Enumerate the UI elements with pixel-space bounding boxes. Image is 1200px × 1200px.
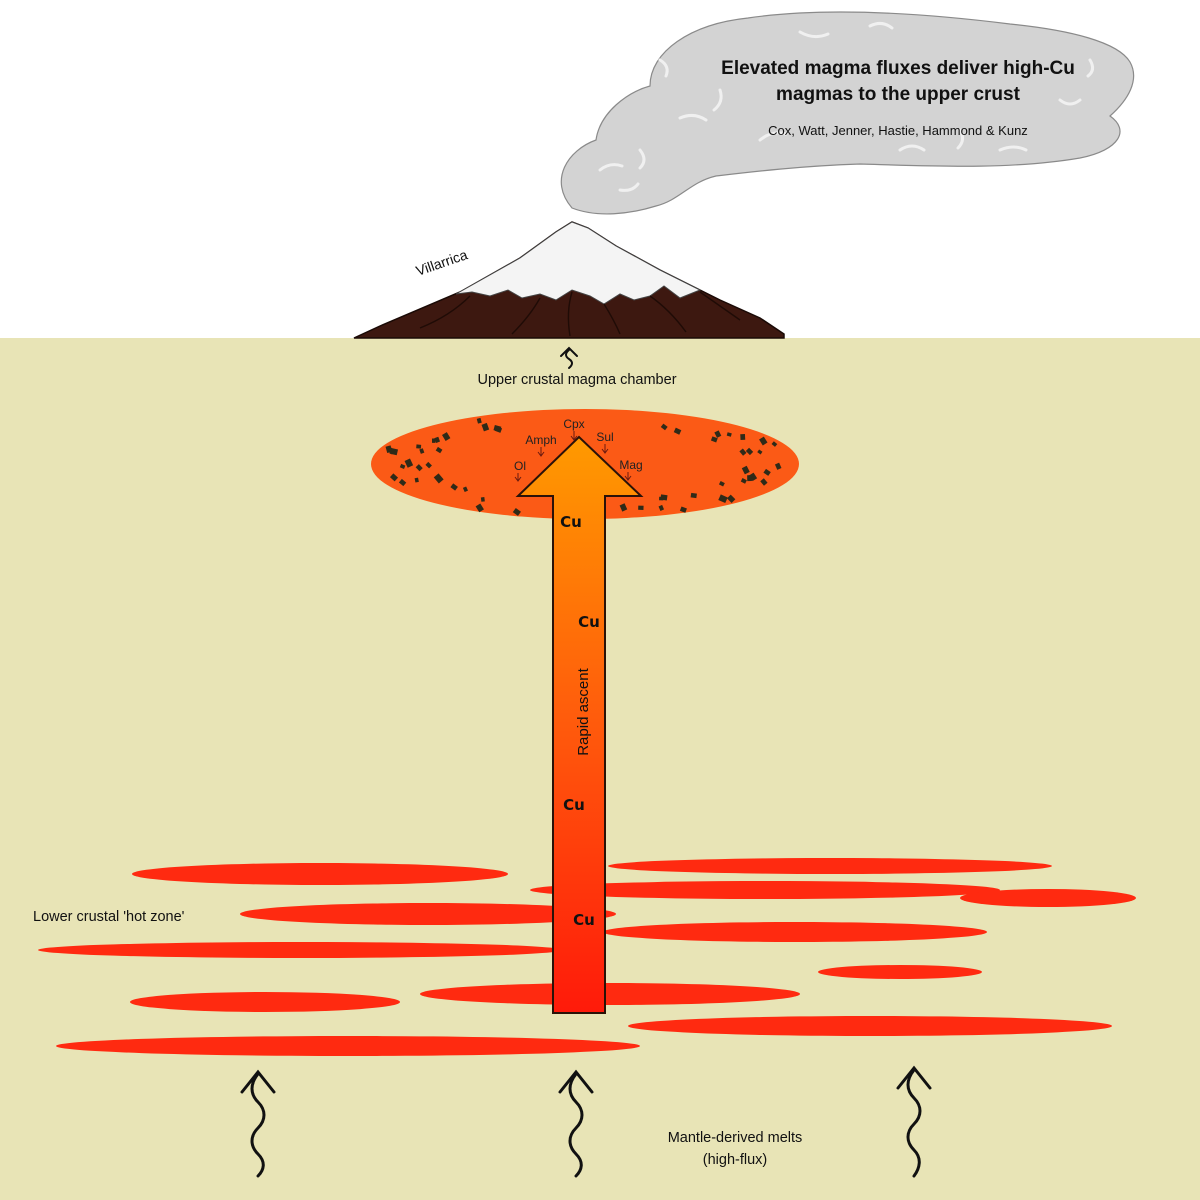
crystal-speck [419, 448, 425, 454]
crystal-speck [416, 444, 422, 449]
crystal-speck [747, 475, 752, 482]
crystal-speck [658, 504, 665, 511]
hot-zone-label: Lower crustal 'hot zone' [33, 909, 185, 925]
crystal-speck [638, 505, 644, 510]
crystal-speck [745, 447, 754, 456]
mineral-tick [514, 473, 522, 482]
crystal-speck [710, 436, 718, 443]
sill [132, 863, 508, 885]
sill [420, 983, 800, 1005]
cu-label: Cu [560, 513, 582, 531]
crystal-speck [726, 494, 736, 504]
authors: Cox, Watt, Jenner, Hastie, Hammond & Kun… [768, 123, 1028, 138]
sill [960, 889, 1136, 907]
crystal-speck [660, 494, 668, 501]
sill [240, 903, 616, 925]
lower-crustal-sills [38, 858, 1136, 1056]
crystal-speck [476, 417, 482, 424]
crystal-speck [475, 503, 484, 513]
crystal-speck [690, 492, 697, 499]
sill [38, 942, 562, 958]
sill [603, 922, 987, 942]
crystal-speck [415, 464, 423, 472]
sill [56, 1036, 640, 1056]
chamber-label: Upper crustal magma chamber [477, 372, 676, 388]
mineral-label-mag: Mag [619, 458, 642, 472]
mineral-tick [624, 472, 632, 481]
crystal-speck [718, 480, 725, 487]
mantle-melt-arrow-icon [240, 1069, 276, 1178]
crystal-speck [740, 433, 746, 440]
crystal-speck [660, 423, 668, 431]
mineral-tick [570, 431, 578, 441]
mantle-label-line1: Mantle-derived melts [668, 1130, 803, 1146]
crystal-speck [414, 477, 419, 483]
crystal-speck [760, 478, 768, 486]
crystal-speck [741, 465, 750, 475]
crystal-speck [726, 432, 732, 437]
crystal-speck [450, 483, 458, 491]
cu-label: Cu [578, 613, 600, 631]
sill [130, 992, 400, 1012]
mantle-melt-arrow-icon [896, 1065, 932, 1178]
cu-label: Cu [573, 911, 595, 929]
crystal-speck [759, 436, 768, 446]
crystal-speck [619, 503, 628, 512]
crystal-speck [425, 461, 432, 469]
crystal-speck [774, 462, 782, 470]
crystal-speck [433, 473, 444, 484]
crystal-speck [740, 478, 747, 484]
crystal-speck [718, 494, 728, 504]
mineral-label-amph: Amph [525, 433, 556, 447]
volcano [353, 221, 785, 339]
title-line2: magmas to the upper crust [776, 84, 1021, 105]
crystal-specks [385, 417, 782, 518]
crystal-speck [512, 508, 521, 516]
smoke-plume [560, 11, 1135, 215]
upward-arrow-icon [560, 346, 578, 369]
mantle-melt-arrow-icon [558, 1069, 594, 1178]
crystal-speck [398, 478, 407, 487]
crystal-speck [441, 432, 451, 441]
sill [818, 965, 982, 979]
title-line1: Elevated magma fluxes deliver high-Cu [721, 58, 1075, 79]
sill [530, 881, 1000, 899]
rapid-ascent-arrow [515, 435, 644, 1014]
mineral-label-sul: Sul [596, 430, 613, 444]
mineral-tick [601, 444, 609, 454]
crystal-speck [480, 497, 485, 502]
mineral-label-ol: Ol [514, 459, 526, 473]
crystal-speck [763, 468, 771, 476]
crystal-speck [673, 427, 682, 435]
crystal-speck [435, 446, 443, 454]
crystal-speck [404, 458, 414, 468]
crystal-speck [431, 438, 436, 443]
crystal-speck [714, 430, 722, 438]
mantle-label-line2: (high-flux) [703, 1152, 767, 1168]
mineral-label-cpx: Cpx [563, 417, 584, 431]
crystal-speck [385, 445, 393, 453]
crystal-speck [749, 472, 758, 482]
crystal-speck [434, 436, 441, 443]
crystal-speck [757, 449, 763, 455]
crystal-speck [462, 486, 468, 493]
crystal-speck [771, 441, 778, 447]
crystal-speck [399, 463, 406, 469]
mineral-tick [537, 447, 545, 457]
crystal-speck [493, 424, 502, 432]
crystal-speck [389, 473, 399, 482]
crystal-speck [739, 448, 747, 456]
crystal-speck [679, 506, 687, 513]
sill [608, 858, 1052, 874]
crystal-speck [481, 422, 490, 432]
sill [628, 1016, 1112, 1036]
cu-label: Cu [563, 796, 585, 814]
rapid-ascent-label: Rapid ascent [575, 667, 592, 755]
